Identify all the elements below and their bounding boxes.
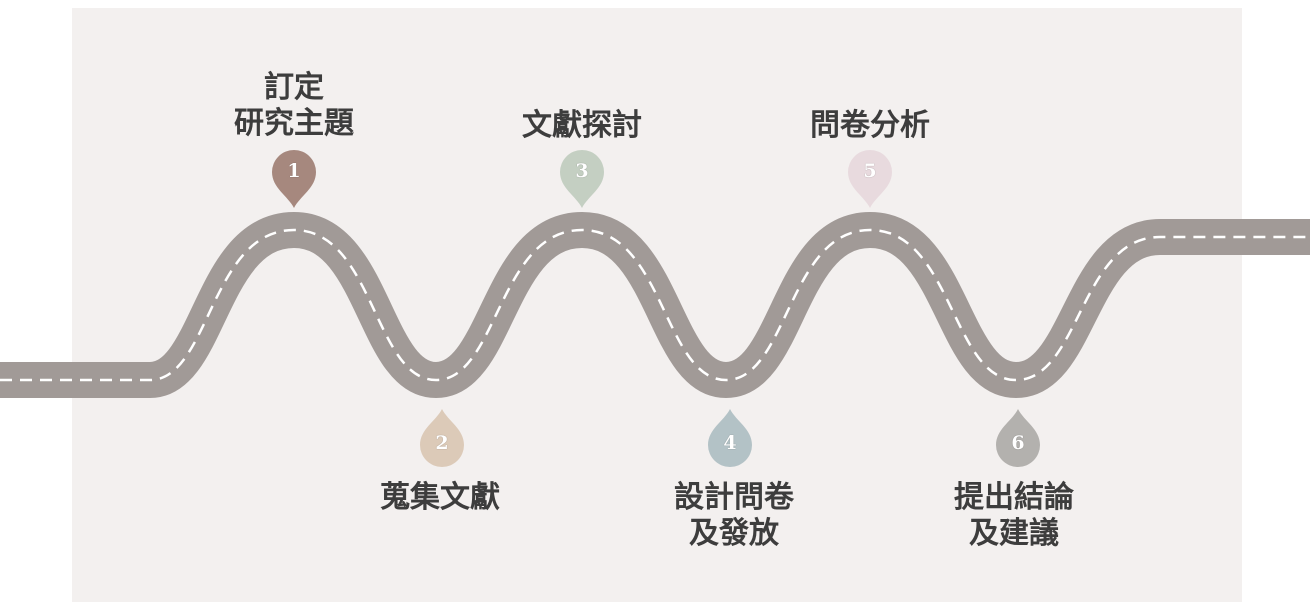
step-6-label: 提出結論 及建議 — [954, 480, 1074, 551]
step-5-pin-icon: 5 — [846, 148, 894, 210]
step-4-label: 設計問卷 及發放 — [674, 480, 794, 551]
step-1-label: 訂定 研究主題 — [234, 70, 354, 141]
step-4-pin-icon: 4 — [706, 407, 754, 469]
step-3-label: 文獻探討 — [522, 108, 642, 143]
step-5-label: 問卷分析 — [810, 108, 930, 143]
step-1-pin-icon: 1 — [270, 148, 318, 210]
step-6-pin-icon: 6 — [994, 407, 1042, 469]
step-2-pin-icon: 2 — [418, 407, 466, 469]
step-3-pin-icon: 3 — [558, 148, 606, 210]
step-2-label: 蒐集文獻 — [380, 480, 500, 515]
